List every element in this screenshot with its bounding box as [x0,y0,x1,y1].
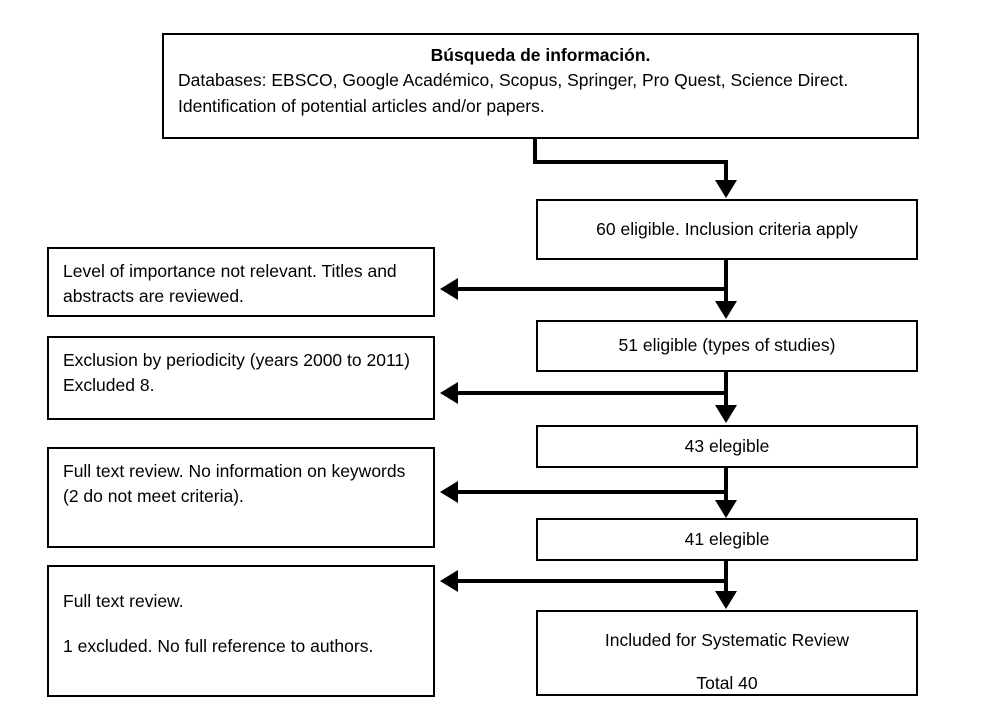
node-exclusion-authors-line2: 1 excluded. No full reference to authors… [63,636,374,657]
node-search-sources-heading: Búsqueda de información. [430,45,651,65]
node-exclusion-authors: Full text review. 1 excluded. No full re… [47,565,435,697]
arrowhead-source-to-n1 [715,180,737,198]
node-exclusion-keywords-label: Full text review. No information on keyw… [63,461,406,507]
connector-branch-e4 [456,579,726,583]
connector-n3-down [724,468,728,492]
node-51-eligible: 51 eligible (types of studies) [536,320,918,372]
arrowhead-branch-e3 [440,481,458,503]
node-exclusion-periodicity: Exclusion by periodicity (years 2000 to … [47,336,435,420]
connector-branch-e1 [456,287,726,291]
arrowhead-n2-to-n3 [715,405,737,423]
connector-source-to-n1 [724,160,728,182]
node-41-elegible: 41 elegible [536,518,918,561]
arrowhead-n4-to-n5 [715,591,737,609]
node-60-eligible: 60 eligible. Inclusion criteria apply [536,199,918,260]
node-included-total: Included for Systematic Review Total 40 [536,610,918,696]
node-exclusion-keywords: Full text review. No information on keyw… [47,447,435,548]
node-included-total-line1: Included for Systematic Review [604,630,850,650]
arrowhead-n1-to-n2 [715,301,737,319]
connector-branch-e2 [456,391,726,395]
connector-n2-down [724,372,728,395]
connector-n4-down [724,561,728,583]
arrowhead-branch-e2 [440,382,458,404]
node-search-sources-body: Databases: EBSCO, Google Académico, Scop… [178,70,849,116]
connector-n4-to-n5 [724,579,728,593]
node-exclusion-titles-abstracts-label: Level of importance not relevant. Titles… [63,261,397,307]
node-included-total-line2: Total 40 [696,673,758,694]
connector-branch-e3 [456,490,726,494]
arrowhead-branch-e4 [440,570,458,592]
node-43-elegible: 43 elegible [536,425,918,468]
node-exclusion-periodicity-label: Exclusion by periodicity (years 2000 to … [63,350,410,396]
node-exclusion-authors-line1: Full text review. [63,591,184,611]
node-51-eligible-label: 51 eligible (types of studies) [618,335,836,356]
connector-n2-to-n3 [724,391,728,407]
arrowhead-branch-e1 [440,278,458,300]
node-search-sources: Búsqueda de información. Databases: EBSC… [162,33,919,139]
node-60-eligible-label: 60 eligible. Inclusion criteria apply [596,218,858,239]
connector-n3-to-n4 [724,490,728,502]
connector-n1-to-n2 [724,287,728,303]
connector-source-right [533,160,728,164]
node-41-elegible-label: 41 elegible [684,528,770,549]
arrowhead-n3-to-n4 [715,500,737,518]
node-43-elegible-label: 43 elegible [684,435,770,456]
connector-n1-down [724,260,728,291]
node-exclusion-titles-abstracts: Level of importance not relevant. Titles… [47,247,435,317]
connector-source-down [533,139,537,164]
